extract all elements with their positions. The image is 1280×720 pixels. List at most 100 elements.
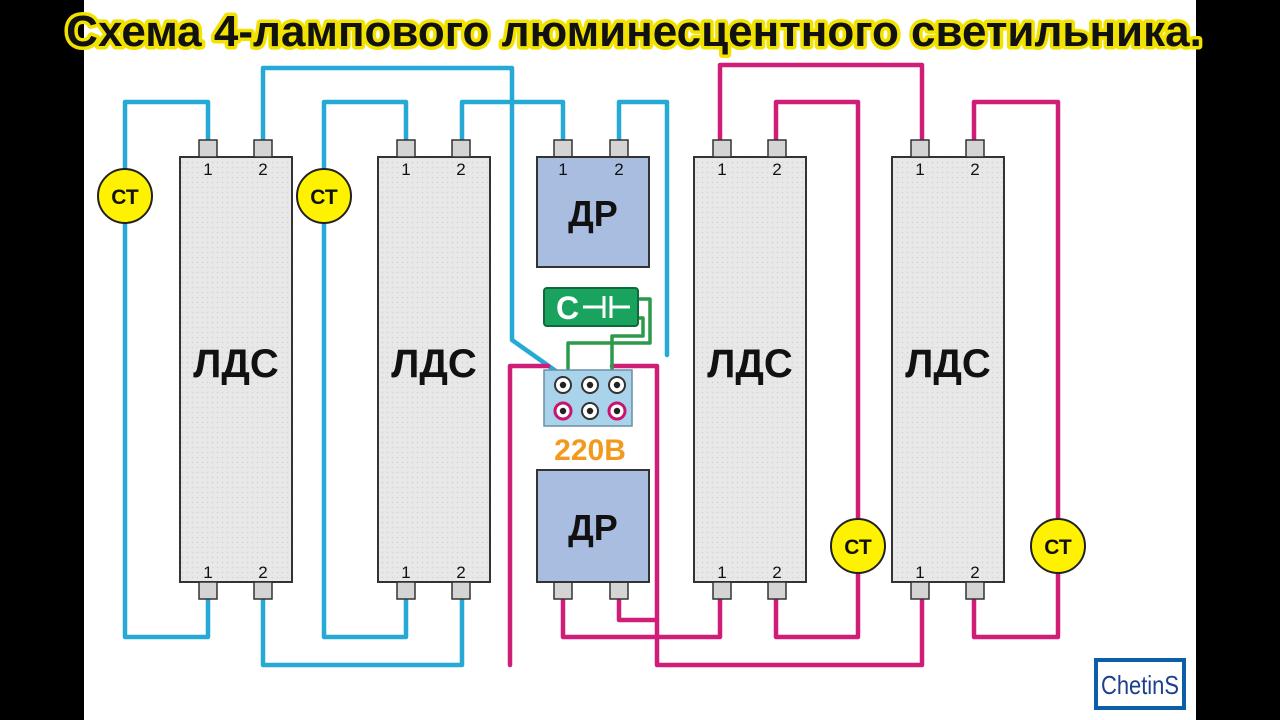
- terminal-socket-4: [553, 401, 573, 421]
- starter-4: СТ: [1030, 518, 1086, 574]
- lamp-pin-number: 2: [258, 160, 267, 179]
- terminal-socket-3: [608, 376, 626, 394]
- fluorescent-lamp-3: ЛДС 1 1 2 2: [693, 139, 807, 600]
- starter-circle: [296, 168, 352, 224]
- terminal-socket-6: [607, 401, 627, 421]
- fluorescent-lamp-2: ЛДС 1 1 2 2: [377, 139, 491, 600]
- lamp-pin-number: 1: [717, 563, 726, 582]
- starter-circle: [97, 168, 153, 224]
- wire-lamp4-top2-to-starter4: [971, 99, 1061, 525]
- choke-1: ДР1 2: [536, 139, 650, 268]
- capacitor-label: С: [556, 290, 579, 326]
- wire-starter1-to-lamp1-bottom: [122, 211, 211, 640]
- lamp-pin-number: 2: [970, 563, 979, 582]
- lamp-pin-top-1: [910, 139, 930, 158]
- starter-circle: [1030, 518, 1086, 574]
- wire-choke2-pin1-to-lamp3-bottom1: [560, 595, 723, 640]
- lamp-label: ЛДС: [193, 342, 278, 386]
- lamp-pin-number: 1: [717, 160, 726, 179]
- lamp-pin-number: 1: [203, 160, 212, 179]
- choke-pin-1: [553, 581, 573, 600]
- starter-label: СТ: [310, 186, 338, 209]
- lamp-pin-top-2: [253, 139, 273, 158]
- lamp-pin-bottom-2: [767, 581, 787, 600]
- lamp-label: ЛДС: [391, 342, 476, 386]
- choke-pin-number: 1: [558, 160, 567, 179]
- choke-pin-2: [609, 581, 629, 600]
- terminal-block: [543, 369, 633, 427]
- lamp-pin-number: 2: [456, 160, 465, 179]
- choke-pin-1: [553, 139, 573, 158]
- logo-inner: [1098, 662, 1182, 706]
- wire-terminal-to-lamp4-bottom1: [609, 363, 925, 668]
- lamp-pin-number: 2: [772, 563, 781, 582]
- wire-lamp2-top2-to-choke1-pin1: [459, 99, 566, 143]
- lamp-pin-number: 1: [401, 160, 410, 179]
- lamp-pin-top-1: [712, 139, 732, 158]
- fluorescent-lamp-4: ЛДС 1 1 2 2: [891, 139, 1005, 600]
- lamp-pin-number: 2: [772, 160, 781, 179]
- choke-body: [536, 156, 650, 268]
- lamp-pin-top-1: [198, 139, 218, 158]
- wire-lamp1-top-to-starter1: [122, 99, 211, 181]
- fluorescent-lamp-1: ЛДС 1 1 2 2: [179, 139, 293, 600]
- lamp-pin-bottom-1: [198, 581, 218, 600]
- lamp-pin-bottom-1: [910, 581, 930, 600]
- lamp-body: [179, 156, 293, 583]
- terminal-socket-1: [554, 376, 572, 394]
- supply-voltage-label: 220В: [554, 434, 626, 467]
- lamp-pin-bottom-1: [396, 581, 416, 600]
- lamp-pin-top-1: [396, 139, 416, 158]
- lamp-body: [377, 156, 491, 583]
- lamp-pin-number: 1: [915, 160, 924, 179]
- logo-text: ChetinS: [1101, 670, 1179, 700]
- lamp-pin-bottom-2: [451, 581, 471, 600]
- lamp-label: ЛДС: [707, 342, 792, 386]
- wire-choke1-pin2-to-terminal: [616, 99, 670, 358]
- wire-lamp2-top1-to-starter2: [321, 99, 409, 181]
- lamp-pin-top-2: [451, 139, 471, 158]
- lamp-pin-number: 2: [970, 160, 979, 179]
- lamp-pin-number: 2: [456, 563, 465, 582]
- starter-label: СТ: [844, 536, 872, 559]
- lamp-pin-number: 1: [915, 563, 924, 582]
- starter-1: СТ: [97, 168, 153, 224]
- wire-capacitor-left: [566, 297, 652, 374]
- lamp-pin-top-2: [767, 139, 787, 158]
- choke-pin-number: 2: [614, 160, 623, 179]
- capacitor: С: [543, 287, 639, 327]
- choke-label: ДР: [568, 193, 618, 234]
- wire-choke2-pin2-loop: [616, 595, 660, 623]
- choke-body: [536, 469, 650, 583]
- wire-terminal-to-lamp3-top1: [507, 363, 551, 668]
- choke-2: ДР: [536, 469, 650, 600]
- lamp-pin-number: 1: [203, 563, 212, 582]
- capacitor-symbol-icon: [583, 296, 630, 318]
- lamp-pin-number: 2: [258, 563, 267, 582]
- choke-label: ДР: [568, 507, 618, 548]
- wire-lamp1-top2-to-terminal: [260, 65, 563, 377]
- wire-capacitor-right: [610, 316, 645, 374]
- lamp-pin-bottom-1: [712, 581, 732, 600]
- starter-label: СТ: [1044, 536, 1072, 559]
- wire-starter3-to-lamp3-bottom2: [773, 567, 861, 640]
- lamp-pin-number: 1: [401, 563, 410, 582]
- wire-starter2-to-lamp2-bottom1: [321, 211, 409, 640]
- lamp-body: [693, 156, 807, 583]
- starter-3: СТ: [830, 518, 886, 574]
- lamp-pin-bottom-2: [965, 581, 985, 600]
- terminal-socket-2: [581, 376, 599, 394]
- diagram-title: Схема 4-лампового люминесцентного светил…: [66, 7, 1202, 56]
- starter-2: СТ: [296, 168, 352, 224]
- lamp-body: [891, 156, 1005, 583]
- wire-lamp3-top1-to-lamp4-top1: [717, 62, 925, 143]
- lamp-pin-top-2: [965, 139, 985, 158]
- wire-lamp1-bottom2-to-lamp2-bottom2: [260, 595, 465, 668]
- wires: [122, 62, 1061, 668]
- chetins-logo: ChetinS: [1094, 658, 1186, 710]
- wire-lamp3-top2-to-starter3: [773, 99, 861, 525]
- choke-pin-2: [609, 139, 629, 158]
- starter-circle: [830, 518, 886, 574]
- lamp-label: ЛДС: [905, 342, 990, 386]
